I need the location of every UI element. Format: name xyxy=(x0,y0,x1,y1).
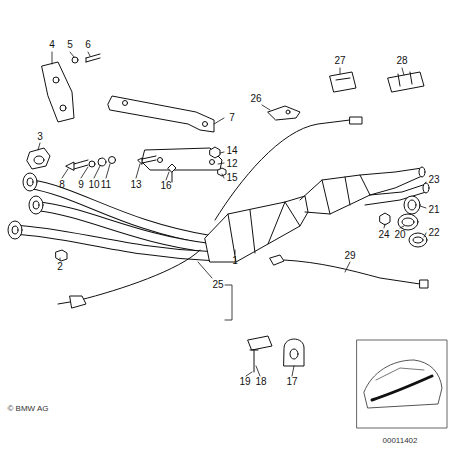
callout-number: 4 xyxy=(49,40,55,50)
callout-number: 28 xyxy=(396,56,407,66)
callout-number: 2 xyxy=(57,262,63,272)
callout-number: 21 xyxy=(428,205,439,215)
hanger xyxy=(268,106,300,120)
callout-number: 6 xyxy=(85,40,91,50)
callout-number: 5 xyxy=(67,40,73,50)
callout-number: 10 xyxy=(88,180,99,190)
bracket xyxy=(42,62,74,122)
callout-number: 8 xyxy=(59,180,65,190)
catalytic-converters xyxy=(205,167,429,262)
leader-lines xyxy=(38,52,426,376)
vehicle-inset xyxy=(357,340,447,428)
bracket xyxy=(108,96,214,132)
callout-number: 1 xyxy=(232,256,238,266)
rubber-ring xyxy=(284,339,304,366)
hanger xyxy=(388,72,424,92)
callout-number: 17 xyxy=(286,377,297,387)
callout-number: 7 xyxy=(229,113,235,123)
callout-number: 9 xyxy=(78,180,84,190)
sensor-wire xyxy=(80,250,200,300)
callout-number: 26 xyxy=(250,94,261,104)
callout-number: 14 xyxy=(226,146,237,156)
bracket xyxy=(142,148,222,170)
downpipes xyxy=(8,173,210,256)
callout-number: 20 xyxy=(394,230,405,240)
fasteners xyxy=(66,54,226,182)
callout-number: 15 xyxy=(226,173,237,183)
callout-number: 13 xyxy=(130,180,141,190)
callout-number: 27 xyxy=(334,56,345,66)
gasket xyxy=(27,148,50,169)
callout-number: 16 xyxy=(160,181,171,191)
callout-number: 12 xyxy=(226,159,237,169)
callout-number: 11 xyxy=(101,180,111,190)
callout-number: 23 xyxy=(428,175,439,185)
callout-number: 18 xyxy=(255,377,266,387)
callout-number: 24 xyxy=(378,230,389,240)
sensor-wire xyxy=(215,120,350,220)
callout-number: 22 xyxy=(428,228,439,238)
callout-number: 25 xyxy=(212,280,223,290)
callout-number: 29 xyxy=(344,251,355,261)
oxygen-sensor xyxy=(270,255,284,265)
callout-number: 19 xyxy=(239,377,250,387)
callout-number: 3 xyxy=(37,132,43,142)
rubber-mount xyxy=(330,72,356,92)
figure-note: © BMW AG xyxy=(7,405,48,413)
clamp xyxy=(248,336,272,350)
figure-note: 00011402 xyxy=(383,437,418,445)
